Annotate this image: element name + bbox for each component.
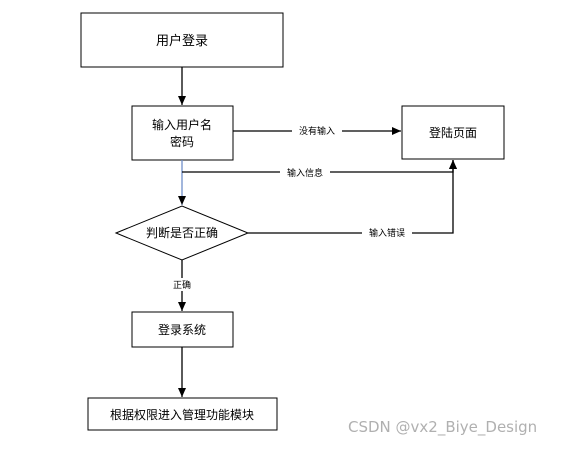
edge-correct-label-bg — [168, 278, 196, 291]
watermark: CSDN @vx2_Biye_Design — [348, 418, 538, 436]
input-credentials-label-line2: 密码 — [170, 134, 194, 149]
login-page-box — [401, 105, 505, 160]
decision-label: 判断是否正确 — [146, 225, 218, 240]
login-page-label: 登陆页面 — [429, 125, 477, 140]
input-credentials-box — [131, 105, 234, 161]
edge-correct-label: 正确 — [173, 279, 191, 291]
edge-input-info-label-bg — [280, 166, 330, 179]
permission-module-label: 根据权限进入管理功能模块 — [110, 407, 254, 422]
edge-input-error — [248, 160, 457, 234]
permission-module-box — [87, 397, 278, 431]
edge-no-input-label: 没有输入 — [299, 125, 335, 137]
login-system-box — [131, 311, 234, 348]
edge-input-error-label: 输入错误 — [369, 227, 405, 239]
input-credentials-label-line1: 输入用户名 — [152, 117, 212, 132]
user-login-box — [80, 12, 284, 68]
edge-no-input-label-bg — [292, 124, 342, 137]
user-login-label: 用户登录 — [156, 33, 208, 49]
edge-input-error-label-bg — [362, 226, 412, 239]
login-system-label: 登录系统 — [158, 322, 206, 337]
edge-input-info-label: 输入信息 — [287, 167, 323, 179]
